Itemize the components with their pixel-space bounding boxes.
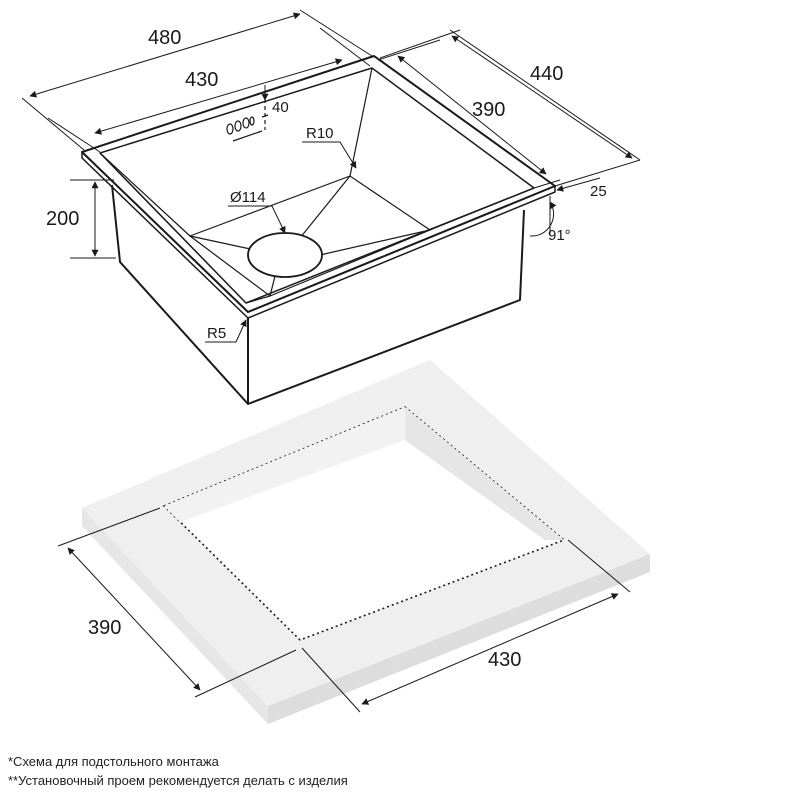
dim-depth: 200 [46,208,79,230]
sink-dimension-lines [21,9,641,343]
dim-outer-width: 440 [530,63,563,85]
dim-cutout-length: 430 [488,649,521,671]
dim-inner-width: 390 [472,99,505,121]
cutout-inner-wall-left [164,407,405,522]
slope-line-4 [269,275,276,297]
footnote-mounting: *Схема для подстольного монтажа [8,754,219,769]
sink-left-side [111,184,525,405]
dim-rim-width: 25 [590,183,607,200]
slope-line-3 [319,229,431,256]
bowl-corner-left [99,152,191,237]
sink-inner-edge [99,67,535,304]
dim-corner-radius-top: R5 [207,325,226,342]
cutout-inner-wall-back [405,407,564,540]
footnotes: *Схема для подстольного монтажа **Устано… [8,752,348,790]
sink-bowl-interior [99,67,535,304]
slope-line-1 [189,235,256,251]
dim-cutout-width: 390 [88,617,121,639]
drain-hole [247,232,323,278]
cutout-dimension-lines [57,507,631,713]
bowl-corner-back [349,67,373,177]
sink-rim-thickness [81,151,556,319]
bowl-corner-right [429,187,535,231]
dim-drain-diameter: Ø114 [230,189,266,206]
countertop [82,360,650,724]
dim-corner-radius-inner: R10 [306,125,334,142]
footnote-cutout: **Установочный проем рекомендуется делат… [8,773,348,788]
dim-faucet-offset: 40 [272,99,289,116]
dim-angle: 91° [548,227,571,244]
slope-line-2 [299,175,351,239]
bowl-corner-front [245,295,271,304]
dim-inner-length: 430 [185,69,218,91]
faucet-holes-icon [226,92,269,142]
dim-outer-length: 480 [148,27,181,49]
